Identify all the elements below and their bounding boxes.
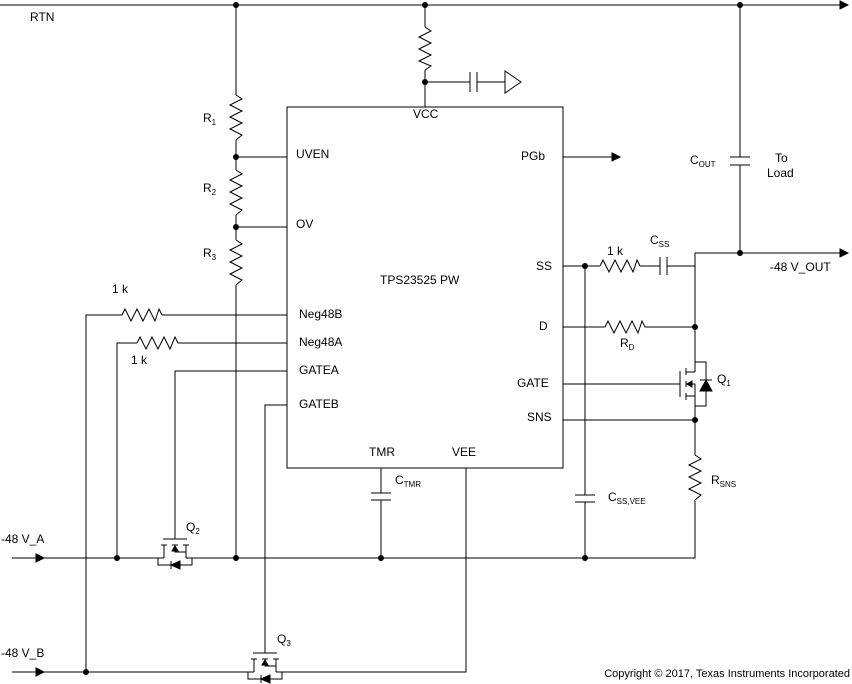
- label-r-neg48a: 1 k: [131, 353, 148, 367]
- pin-gate: GATE: [517, 376, 549, 390]
- wire-neg48a-sense: [116, 342, 137, 558]
- q2-diode: [169, 560, 181, 570]
- pin-gateb: GATEB: [299, 397, 339, 411]
- wire-gatea: [174, 370, 287, 539]
- resistor-r2: [228, 169, 244, 216]
- resistor-neg48a: [136, 335, 179, 351]
- pin-d: D: [539, 319, 548, 333]
- junction: [692, 417, 698, 423]
- pin-vcc: VCC: [413, 107, 439, 121]
- ic-part-number: TPS23525 PW: [380, 273, 460, 287]
- junction: [737, 250, 743, 256]
- junction: [233, 555, 239, 561]
- capacitor-ctmr: [371, 492, 391, 501]
- capacitor-css: [659, 257, 668, 275]
- junction: [422, 2, 428, 8]
- capacitor-css-vee: [575, 494, 595, 503]
- resistor-neg48b: [121, 307, 163, 323]
- mosfet-q2: [157, 538, 193, 570]
- resistor-ss: [599, 258, 641, 274]
- mosfet-q1: [679, 361, 713, 407]
- q2-arrow: [171, 545, 179, 552]
- junction-dots: [83, 2, 743, 675]
- copyright-notice: Copyright © 2017, Texas Instruments Inco…: [604, 668, 850, 680]
- label-r3: R3: [203, 246, 217, 262]
- pin-sns: SNS: [527, 410, 552, 424]
- neg48-out-arrow: [839, 248, 850, 258]
- net-label-neg48-a: -48 V_A: [1, 532, 44, 546]
- wire-neg48b-sense: [85, 314, 122, 672]
- mosfet-q3: [247, 652, 283, 684]
- wire-gateb: [264, 404, 287, 653]
- capacitor-vcc: [469, 72, 478, 92]
- load-label-line1: To: [775, 151, 788, 165]
- junction: [737, 2, 743, 8]
- junction: [233, 154, 239, 160]
- net-label-neg48-out: -48 V_OUT: [770, 260, 831, 274]
- pin-neg48a: Neg48A: [299, 335, 342, 349]
- label-q2: Q2: [186, 520, 200, 536]
- label-r-ss: 1 k: [607, 244, 624, 258]
- q3-arrow: [261, 659, 269, 666]
- load-label-line2: Load: [767, 166, 794, 180]
- neg48-a-arrow: [35, 553, 46, 563]
- q1-diode: [699, 378, 713, 392]
- junction: [692, 324, 698, 330]
- wire-neg48-a-bus: [186, 500, 696, 559]
- label-q3: Q3: [277, 632, 291, 648]
- ic-body: [286, 106, 564, 469]
- pin-vee: VEE: [452, 445, 476, 459]
- junction: [114, 555, 120, 561]
- resistor-r1: [228, 94, 244, 141]
- junction: [233, 2, 239, 8]
- resistor-rsns: [687, 454, 703, 501]
- label-r1: R1: [203, 111, 217, 127]
- rtn-arrow: [839, 0, 850, 10]
- pin-ss: SS: [536, 259, 552, 273]
- resistor-rd: [604, 319, 646, 335]
- pin-ov: OV: [296, 217, 313, 231]
- pin-uven: UVEN: [296, 147, 329, 161]
- q3-diode: [259, 674, 271, 684]
- junction: [582, 263, 588, 269]
- label-ctmr: CTMR: [395, 473, 421, 489]
- net-label-rtn: RTN: [30, 10, 54, 24]
- label-css: CSS: [650, 233, 669, 249]
- label-q1: Q1: [717, 372, 731, 388]
- q1-arrow: [686, 380, 693, 388]
- label-cout: COUT: [690, 153, 716, 169]
- label-rd: RD: [620, 336, 635, 352]
- junction: [233, 224, 239, 230]
- capacitor-cout: [730, 156, 750, 166]
- pin-gatea: GATEA: [299, 363, 339, 377]
- junction: [83, 669, 89, 675]
- label-rsns: RSNS: [711, 473, 736, 489]
- pgb-arrow: [611, 152, 622, 162]
- label-css-vee: CSS,VEE: [608, 490, 646, 506]
- wire-vee: [276, 468, 467, 673]
- resistor-r3: [228, 239, 244, 286]
- junction: [422, 79, 428, 85]
- ground-icon: [504, 70, 522, 94]
- label-r-neg48b: 1 k: [112, 282, 129, 296]
- junction: [378, 555, 384, 561]
- resistor-vcc: [417, 26, 433, 71]
- label-r2: R2: [203, 181, 217, 197]
- junction: [582, 555, 588, 561]
- net-label-neg48-b: -48 V_B: [1, 646, 44, 660]
- pin-pgb: PGb: [521, 149, 545, 163]
- pin-neg48b: Neg48B: [299, 307, 342, 321]
- pin-tmr: TMR: [369, 445, 395, 459]
- neg48-b-arrow: [35, 667, 46, 677]
